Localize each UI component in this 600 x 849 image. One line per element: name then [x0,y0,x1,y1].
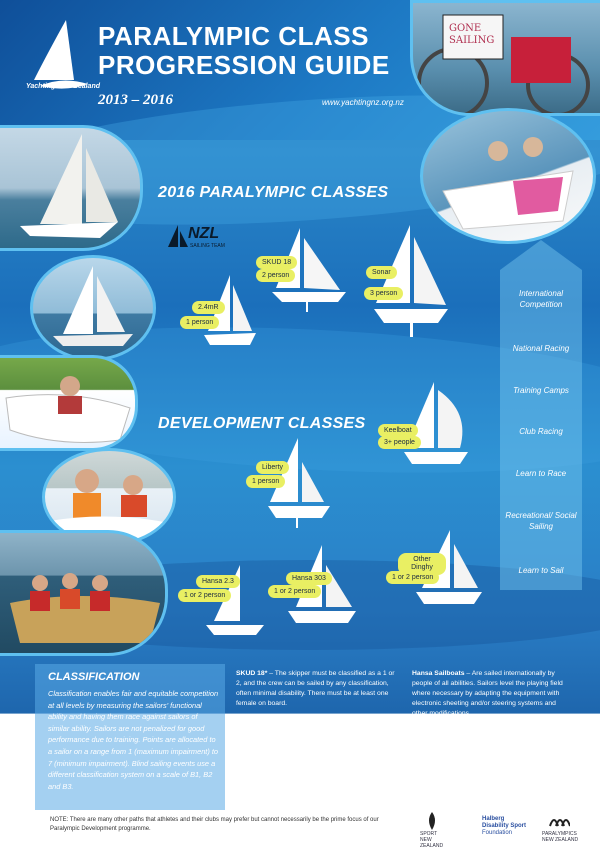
class-notes-column: SKUD 18* – The skipper must be classifie… [236,669,400,780]
sign-text: GONE SAILING [449,23,495,46]
ladder-item: National Racing [512,344,570,353]
logo-text: Yachting New Zealand [25,83,101,90]
title-line-1: PARALYMPIC CLASS [98,21,369,51]
section-paralympic-heading: 2016 PARALYMPIC CLASSES [158,184,389,201]
nzl-letters: NZL [188,225,220,242]
ladder-item: Club Racing [519,427,563,436]
halberg-line: Halberg [482,816,505,822]
boat-name-tag: Sonar [366,266,397,279]
boat-name-tag: 2.4mR [192,301,225,314]
nzl-sailing-team-logo: NZL SAILING TEAM [168,225,230,251]
hansa-note-column: Hansa Sailboats – Are sailed internation… [412,669,570,726]
boat-crew-tag: 1 or 2 person [386,571,440,584]
ladder-item: International Competition [518,289,564,309]
boat-name-tag: Liberty [256,461,290,474]
paralympics-icon [549,819,570,827]
halberg-logo: Halberg Disability Sport Foundation [482,816,526,837]
footer-note: NOTE: There are many other paths that at… [50,817,379,832]
photo-skud-sailing [0,125,143,251]
yachting-nz-logo-icon [34,20,88,89]
boat-crew-tag: 1 or 2 person [178,589,232,602]
class-note: 2.4mR* – Can be raced competitively by a… [236,744,398,771]
boat-name-tag: Keelboat [378,424,418,437]
page-title: PARALYMPIC CLASS PROGRESSION GUIDE [98,22,390,80]
boat-name-tag: SKUD 18 [256,256,298,269]
section-development-heading: DEVELOPMENT CLASSES [158,415,366,432]
classification-box [35,664,225,810]
photo-wheelchair: GONE SAILING [410,0,600,116]
boat-crew-tag: 3+ people [378,436,421,449]
fern-icon [429,812,435,830]
title-line-2: PROGRESSION GUIDE [98,50,390,80]
classification-body: Classification enables fair and equitabl… [48,689,219,791]
boat-name-tag: Other Dinghy [398,553,446,575]
ladder-item: Training Camps [513,386,569,395]
asterisk-note: *Sailed by people without classification… [236,791,367,805]
nzl-sub: SAILING TEAM [190,243,225,249]
boat-crew-tag: 2 person [256,269,296,282]
halberg-line: Foundation [482,830,513,836]
class-note: Sonar* – Any combination of the three cr… [236,717,386,734]
ladder-item: Recreational/ Social Sailing [505,511,577,531]
hansa-note: Hansa Sailboats – Are sailed internation… [412,670,563,717]
years: 2013 – 2016 [98,92,173,108]
halberg-line: Disability Sport [482,823,527,829]
ladder-item: Learn to Race [515,469,567,478]
boat-name-tag: Hansa 303 [286,572,332,585]
photo-liberty-boat [0,355,138,451]
classification-heading: CLASSIFICATION [48,671,140,683]
boat-name-tag: Hansa 2.3 [196,575,240,588]
nzl-sail-icon [168,225,188,247]
progression-arrow-icon [500,240,582,590]
website-url: www.yachtingnz.org.nz [322,98,404,107]
class-note: SKUD 18* – The skipper must be classifie… [236,670,395,707]
paralympics-nz-logo: PARALYMPICS NEW ZEALAND [542,831,579,843]
boat-crew-tag: 1 or 2 person [268,585,322,598]
boat-crew-tag: 1 person [180,316,220,329]
boat-crew-tag: 1 person [246,475,286,488]
sport-nz-logo: SPORT NEW ZEALAND [420,831,444,849]
boat-crew-tag: 3 person [364,287,404,300]
photo-sonar-crew [420,108,596,244]
boat-sonar-icon [374,225,448,337]
photo-24mr-sailing [30,255,156,361]
ladder-item: Learn to Sail [518,566,564,575]
photo-keelboat-crew [0,530,168,656]
